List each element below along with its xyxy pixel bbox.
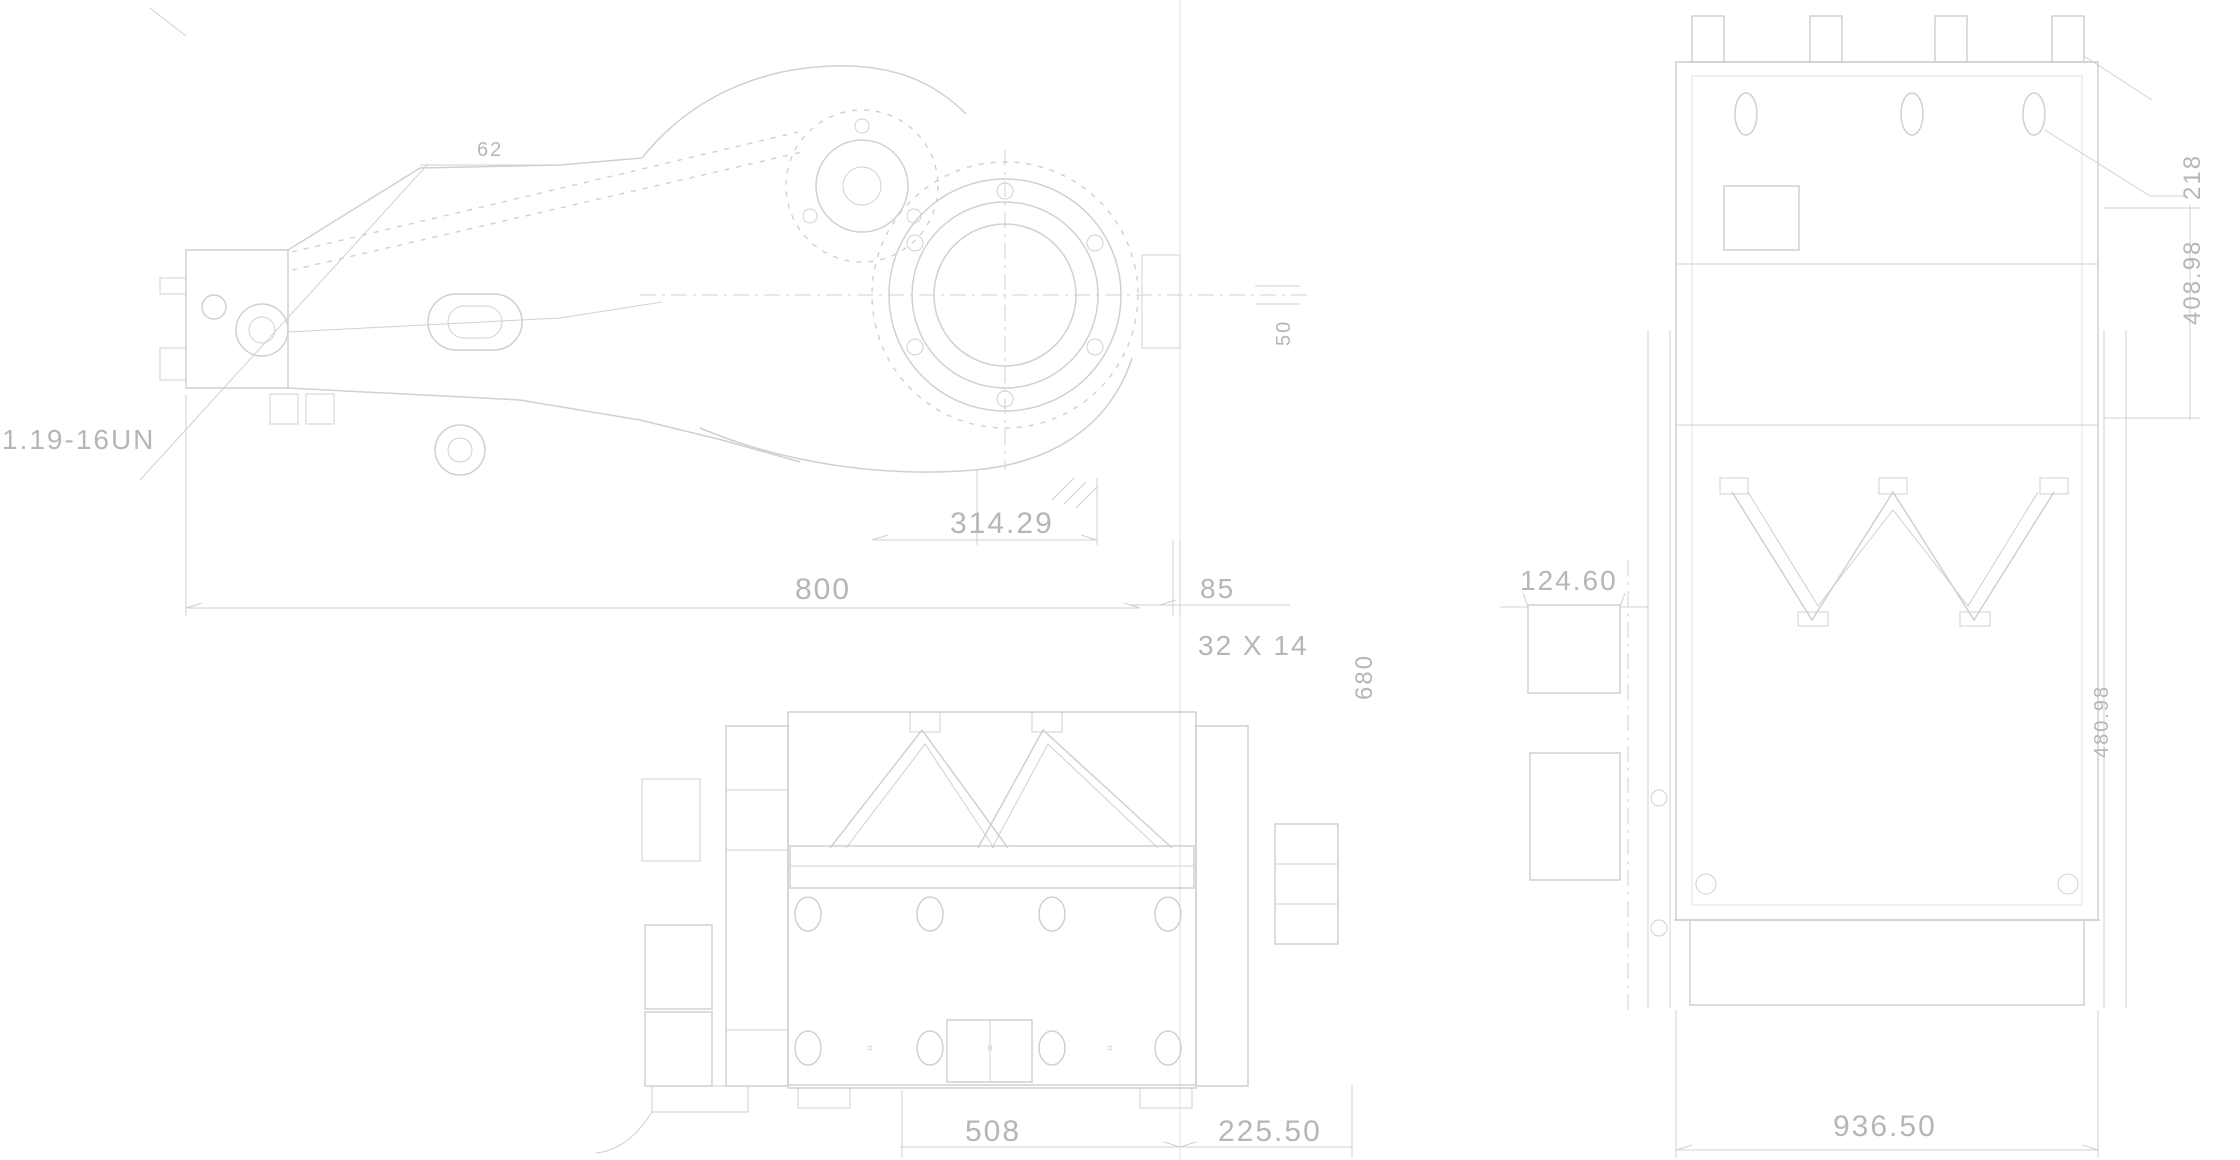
bottom-view-dimensions: 508 225.50 bbox=[900, 1085, 1353, 1158]
dim-plate-width: 124.60 bbox=[1520, 565, 1618, 596]
dim-side-length: 800 bbox=[795, 573, 851, 606]
construction-lines bbox=[149, 0, 1181, 1160]
dim-side-small-vertical: 50 bbox=[1273, 320, 1295, 346]
dim-arm-top: 62 bbox=[477, 139, 503, 161]
dim-side-offset: 85 bbox=[1200, 573, 1235, 604]
dim-front-right-lower-vertical: 408.98 bbox=[2179, 240, 2206, 325]
dim-bottom-width: 508 bbox=[965, 1115, 1021, 1148]
side-view bbox=[139, 65, 1310, 509]
dim-front-inner-vertical: 480.98 bbox=[2091, 685, 2113, 758]
dim-front-right-upper-vertical: 218 bbox=[2179, 154, 2206, 200]
dim-thread-callout: 1.19-16UN bbox=[2, 424, 155, 455]
dim-slot-callout: 32 X 14 bbox=[1198, 630, 1309, 661]
dim-bottom-offset: 225.50 bbox=[1218, 1115, 1322, 1148]
bottom-view bbox=[595, 711, 1339, 1154]
front-view-dimensions: 124.60 936.50 218 408.98 480.98 bbox=[1500, 154, 2206, 1158]
dim-front-width: 936.50 bbox=[1833, 1110, 1937, 1143]
dim-bore: 314.29 bbox=[950, 507, 1054, 540]
front-view bbox=[1527, 15, 2186, 1010]
side-view-dimensions: 314.29 800 85 32 X 14 1.19-16UN 62 680 5… bbox=[2, 139, 1378, 700]
dim-side-vertical: 680 bbox=[1351, 654, 1378, 700]
